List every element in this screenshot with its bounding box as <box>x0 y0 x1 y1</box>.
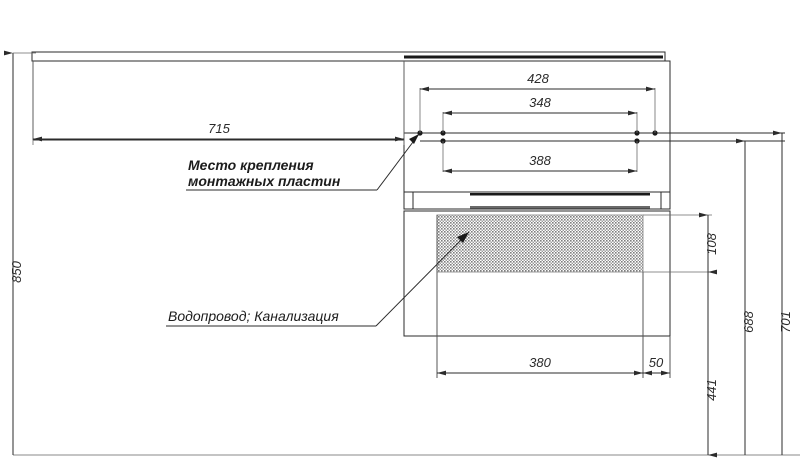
leader-plumbing <box>166 231 470 327</box>
dimension-441-label: 441 <box>704 379 719 401</box>
plumbing-hatch-zone <box>436 214 644 273</box>
dimension-850: 850 <box>4 50 36 455</box>
dimension-108-label: 108 <box>704 232 719 254</box>
dimension-428-label: 428 <box>527 71 549 86</box>
dimension-428: 428 <box>419 71 656 133</box>
dimension-441: 441 <box>704 272 719 458</box>
dimension-380: 380 <box>437 355 643 376</box>
note-mount-plates-line1: Место крепления <box>188 157 314 173</box>
mounting-centerline-group <box>404 130 785 144</box>
middle-rail-band <box>403 191 671 210</box>
note-mount-plates-line2: монтажных пластин <box>188 173 341 189</box>
dimension-701: 701 <box>773 130 793 455</box>
dimension-348-label: 348 <box>529 95 551 110</box>
dimension-850-label: 850 <box>9 260 24 282</box>
dimension-701-label: 701 <box>778 311 793 333</box>
dimension-348: 348 <box>442 95 638 133</box>
leader-mount-plates <box>186 133 420 191</box>
dimension-688-label: 688 <box>741 310 756 332</box>
dimension-108: 108 <box>643 212 719 275</box>
dimension-380-label: 380 <box>529 355 551 370</box>
dimension-50-label: 50 <box>649 355 664 370</box>
dimension-715: 715 <box>32 61 405 145</box>
dimension-715-label: 715 <box>208 121 230 136</box>
dimension-50: 50 <box>643 336 671 378</box>
dimension-388-label: 388 <box>529 153 551 168</box>
countertop <box>31 51 666 62</box>
dimension-388: 388 <box>442 141 638 174</box>
dimension-688: 688 <box>736 138 756 455</box>
cabinet-geometry <box>13 51 800 456</box>
note-plumbing: Водопровод; Канализация <box>168 308 339 324</box>
